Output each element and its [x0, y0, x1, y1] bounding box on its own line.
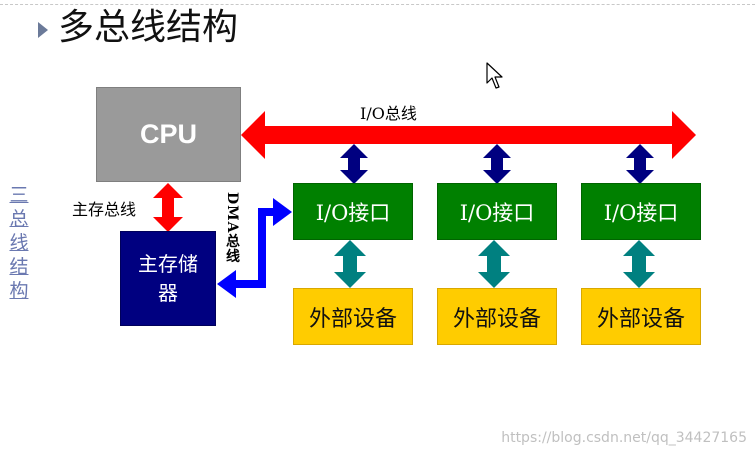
title-bullet-icon: [38, 22, 48, 38]
io-interface-box-1: I/O接口: [293, 183, 413, 240]
io-interface-box-3: I/O接口: [581, 183, 701, 240]
main-memory-box: 主存储器: [120, 231, 216, 326]
memory-bus-arrow: [153, 183, 183, 232]
io-interface-box-2: I/O接口: [437, 183, 557, 240]
interface-to-device-arrow-2: [478, 240, 510, 288]
slide-title: 多总线结构: [58, 7, 239, 48]
bus-to-interface-arrow-1: [340, 144, 368, 184]
memory-bus-label: 主存总线: [72, 200, 137, 219]
top-dashed-border: [0, 4, 755, 5]
mouse-cursor-icon: [486, 62, 503, 89]
external-device-box-3: 外部设备: [581, 288, 701, 345]
dma-bus-arrowhead-interface: [273, 198, 292, 226]
dma-bus-arrowhead-memory: [217, 270, 236, 298]
io-bus-arrow: [241, 111, 696, 159]
interface-to-device-arrow-1: [334, 240, 366, 288]
bus-to-interface-arrow-3: [626, 144, 654, 184]
external-device-box-1: 外部设备: [293, 288, 413, 345]
cpu-box: CPU: [96, 87, 241, 182]
bus-to-interface-arrow-2: [483, 144, 511, 184]
side-nav-link-three-bus[interactable]: 三总线结构: [9, 184, 29, 302]
dma-bus-line: [232, 208, 278, 288]
interface-to-device-arrow-3: [623, 240, 655, 288]
io-bus-label: I/O总线: [360, 104, 417, 123]
external-device-box-2: 外部设备: [437, 288, 557, 345]
dma-bus-label: DMA总线: [224, 192, 240, 264]
watermark: https://blog.csdn.net/qq_34427165: [501, 430, 747, 446]
